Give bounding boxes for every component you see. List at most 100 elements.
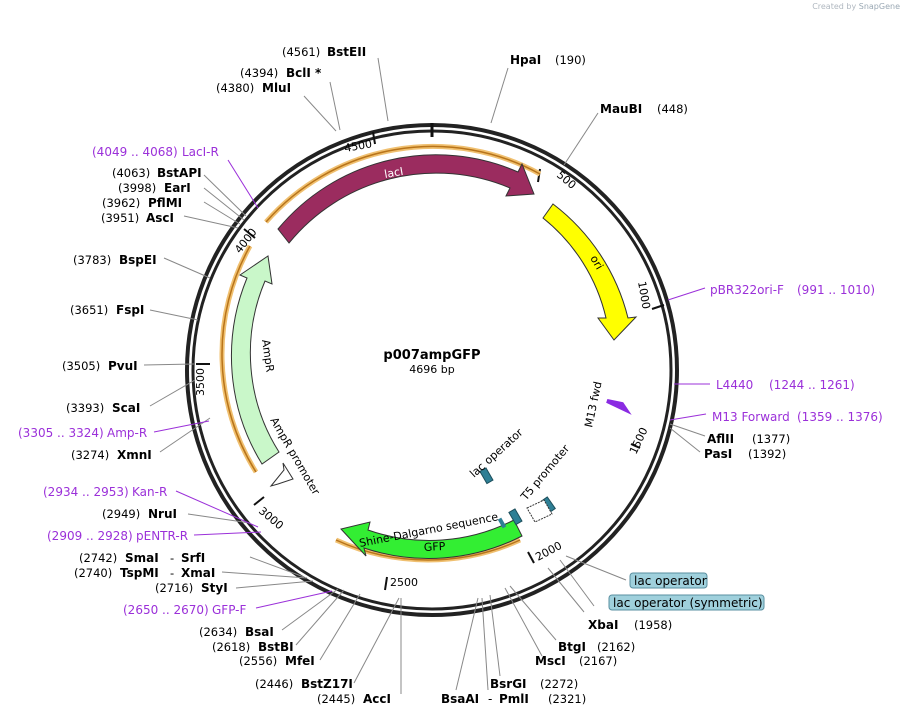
primer-range: (3305 .. 3324) <box>18 426 104 440</box>
primer-range: (2909 .. 2928) <box>47 529 133 543</box>
primer-name: pBR322ori-F <box>710 283 784 297</box>
feature-label-AmpR-promoter: AmpR promoter <box>267 415 322 498</box>
ruler-tick-3500: 3500 <box>194 363 210 396</box>
ruler-label: 2000 <box>533 539 564 564</box>
ruler-tick-2500: 2500 <box>384 576 418 591</box>
feature-shine-dalgarno <box>497 517 507 529</box>
feature-T5-promoter <box>526 499 553 523</box>
site-BstZ17I: (2446) BstZ17I <box>255 677 353 691</box>
site-BstBI: (2618) BstBI <box>212 640 294 654</box>
ruler-label: 1500 <box>627 425 651 456</box>
site-pos: (2742) <box>79 551 117 565</box>
primer-name: LacI-R <box>182 145 219 159</box>
primer-LacI-R: (4049 .. 4068)LacI-R <box>92 145 219 159</box>
site-pos: (4380) <box>216 81 254 95</box>
primer-Amp-R: (3305 .. 3324)Amp-R <box>18 426 147 440</box>
site-name: BstZ17I <box>301 677 353 691</box>
svg-text:-: - <box>170 566 174 580</box>
site-name: BspEI <box>119 253 157 267</box>
site-name: AscI <box>146 211 174 225</box>
site-name: ScaI <box>112 401 140 415</box>
site-BstAPI: (4063) BstAPI <box>112 166 202 180</box>
site-pos: (448) <box>657 102 688 116</box>
site-BspEI: (3783)BspEI <box>73 253 157 267</box>
ruler-tick-1500: 1500 <box>627 425 651 456</box>
site-pos: (3651) <box>70 303 108 317</box>
site-pos: (2446) <box>255 677 293 691</box>
site-BtgI: BtgI(2162) <box>558 640 635 654</box>
primer-range: (991 .. 1010) <box>797 283 875 297</box>
site-BsrGI: BsrGI(2272) <box>490 677 578 691</box>
site-AflII: AflII(1377) <box>707 432 790 446</box>
ruler-tick-1000: 1000 <box>635 280 665 310</box>
site-pos: (190) <box>555 53 586 67</box>
primer-name: L4440 <box>716 378 753 392</box>
credit-prefix: Created by <box>812 2 857 11</box>
gfp-orf-arc-line <box>335 539 521 561</box>
site-name: BstAPI <box>157 166 202 180</box>
site-pos: (2556) <box>239 654 277 668</box>
site-name: StyI <box>201 581 228 595</box>
site-pos: (2740) <box>74 566 112 580</box>
site-name: XmnI <box>117 448 152 462</box>
ruler-tick-3000: 3000 <box>253 496 286 532</box>
site-name: MscI <box>535 654 566 668</box>
site-StyI: (2716) StyI <box>155 581 228 595</box>
site-name: BclI * <box>286 66 322 80</box>
site-name: HpaI <box>510 53 541 67</box>
feature-ori <box>542 203 638 341</box>
feature-M13-fwd <box>606 399 632 415</box>
leader-lines <box>143 57 706 694</box>
site-name: TspMI <box>120 566 159 580</box>
site-pos: (4394) <box>240 66 278 80</box>
site-name: FspI <box>116 303 144 317</box>
plasmid-length: 4696 bp <box>409 363 454 376</box>
site-MfeI: (2556)MfeI <box>239 654 315 668</box>
credit-brand: SnapGene <box>858 2 900 11</box>
site-BstEII: (4561)BstEII <box>282 45 366 59</box>
site-HpaI: HpaI (190) <box>510 53 586 67</box>
primer-name: pENTR-R <box>136 529 188 543</box>
site-pos: (4063) <box>112 166 150 180</box>
site-PvuI: (3505)PvuI <box>62 359 138 373</box>
site-name: SrfI <box>181 551 205 565</box>
feature-GFP <box>340 519 523 559</box>
site-name: BstBI <box>258 640 294 654</box>
site-pos: (2716) <box>155 581 193 595</box>
feature-label-M13-fwd: M13 fwd <box>582 380 604 428</box>
site-pos: (2634) <box>199 625 237 639</box>
primer-name: Kan-R <box>132 485 167 499</box>
site-name: AccI <box>363 692 391 706</box>
primer-range: (2934 .. 2953) <box>43 485 129 499</box>
ruler-label: 4500 <box>343 137 373 155</box>
svg-text:-: - <box>170 551 174 565</box>
site-MauBI: MauBI(448) <box>600 102 688 116</box>
site-name: PasI <box>704 447 732 461</box>
feature-label-lacI: lacI <box>383 165 404 181</box>
primer-Kan-R: (2934 .. 2953)Kan-R <box>43 485 167 499</box>
site-pos: (2949) <box>102 507 140 521</box>
site-XbaI: XbaI(1958) <box>588 618 672 632</box>
primer-range: (1244 .. 1261) <box>769 378 855 392</box>
site-pos: (2618) <box>212 640 250 654</box>
site-pos: (3505) <box>62 359 100 373</box>
site-PasI: PasI(1392) <box>704 447 786 461</box>
site-PflMI: (3962)PflMI <box>102 196 182 210</box>
feature-AmpR <box>230 255 280 465</box>
site-name: XmaI <box>181 566 215 580</box>
ampR-orf-arc-line <box>221 245 257 473</box>
primer-range: (2650 .. 2670) <box>123 603 209 617</box>
site-MscI: MscI(2167) <box>535 654 617 668</box>
primer-name: Amp-R <box>107 426 147 440</box>
site-pos: (3951) <box>101 211 139 225</box>
site-BsaI: (2634) BsaI <box>199 625 274 639</box>
primer-name: GFP-F <box>212 603 247 617</box>
site-pos: (3962) <box>102 196 140 210</box>
site-MluI: (4380)MluI <box>216 81 291 95</box>
feature-label-T5-promoter: T5 promoter <box>518 442 573 504</box>
site-name: BsaI <box>245 625 274 639</box>
feature-lacI <box>277 154 535 244</box>
feature-lac-operator-3 <box>508 508 523 526</box>
site-XmnI: (3274)XmnI <box>71 448 152 462</box>
